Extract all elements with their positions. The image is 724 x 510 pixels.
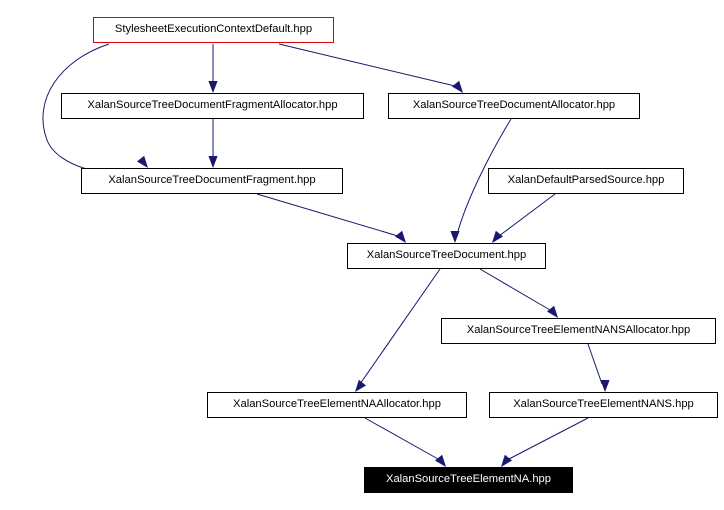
graph-node-label: XalanDefaultParsedSource.hpp — [507, 174, 665, 187]
graph-edge-arrowhead — [394, 230, 406, 243]
graph-node-label: XalanSourceTreeElementNA.hpp — [385, 473, 551, 486]
graph-edge — [456, 118, 512, 236]
graph-node-xalan-source-tree-document-fragment[interactable]: XalanSourceTreeDocumentFragment.hpp — [81, 168, 343, 194]
graph-edge — [364, 417, 439, 460]
graph-node-label: XalanSourceTreeElementNANSAllocator.hpp — [466, 324, 691, 337]
graph-node-xalan-source-tree-document-fragment-allocator[interactable]: XalanSourceTreeDocumentFragmentAllocator… — [61, 93, 364, 119]
graph-node-label: XalanSourceTreeElementNAAllocator.hpp — [233, 398, 441, 411]
graph-node-label: StylesheetExecutionContextDefault.hpp — [114, 23, 313, 36]
graph-edge-arrowhead — [450, 231, 460, 243]
graph-node-label: XalanSourceTreeDocumentAllocator.hpp — [412, 99, 616, 112]
graph-edge — [278, 43, 456, 87]
graph-edge-arrowhead — [355, 379, 367, 392]
graph-node-xalan-source-tree-element-na[interactable]: XalanSourceTreeElementNA.hpp — [364, 467, 573, 493]
graph-edge — [359, 268, 441, 385]
graph-edge-arrowhead — [600, 380, 610, 392]
graph-edge — [587, 343, 603, 385]
graph-edge-arrowhead — [492, 230, 504, 243]
graph-edge-arrowhead — [451, 80, 463, 93]
graph-node-label: XalanSourceTreeElementNANS.hpp — [513, 398, 694, 411]
graph-edge-arrowhead — [501, 454, 513, 467]
graph-edge — [508, 417, 589, 460]
graph-edge-arrowhead — [546, 305, 558, 318]
graph-node-xalan-source-tree-element-nans[interactable]: XalanSourceTreeElementNANS.hpp — [489, 392, 718, 418]
graph-node-xalan-source-tree-element-nans-allocator[interactable]: XalanSourceTreeElementNANSAllocator.hpp — [441, 318, 716, 344]
graph-node-stylesheet-execution-context-default[interactable]: StylesheetExecutionContextDefault.hpp — [93, 17, 334, 43]
graph-edge-arrowhead — [208, 156, 218, 168]
graph-node-label: XalanSourceTreeDocument.hpp — [366, 249, 527, 262]
graph-edge — [479, 268, 551, 311]
graph-edge — [498, 193, 556, 237]
graph-node-xalan-source-tree-element-na-allocator[interactable]: XalanSourceTreeElementNAAllocator.hpp — [207, 392, 467, 418]
graph-node-xalan-default-parsed-source[interactable]: XalanDefaultParsedSource.hpp — [488, 168, 684, 194]
graph-node-xalan-source-tree-document-allocator[interactable]: XalanSourceTreeDocumentAllocator.hpp — [388, 93, 640, 119]
graph-node-label: XalanSourceTreeDocumentFragmentAllocator… — [87, 99, 338, 112]
graph-edge-arrowhead — [136, 155, 148, 168]
graph-node-label: XalanSourceTreeDocumentFragment.hpp — [108, 174, 316, 187]
graph-edge-arrowhead — [434, 454, 446, 467]
graph-node-xalan-source-tree-document[interactable]: XalanSourceTreeDocument.hpp — [347, 243, 546, 269]
graph-edge-arrowhead — [208, 81, 218, 93]
graph-edge — [256, 193, 399, 237]
